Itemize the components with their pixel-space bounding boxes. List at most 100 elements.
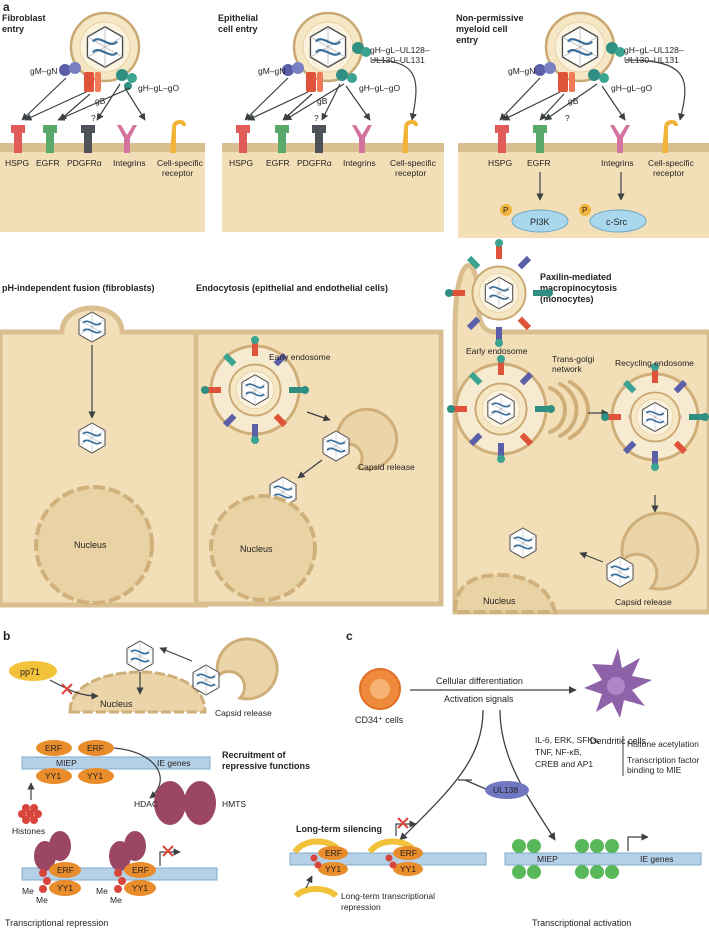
cd34-label: CD34⁺ cells [355,715,404,725]
fibroblast-membrane [0,143,205,152]
hdac-label: HDAC [134,799,158,809]
macropino-virion [472,266,525,319]
myeloid-entry-title-2: myeloid cell [456,24,508,34]
cell-specific-fib-1: Cell-specific [157,158,204,168]
hspg-fib: HSPG [5,158,29,168]
egfr-epi: EGFR [266,158,290,168]
methyl-marks-c1 [310,854,397,869]
yy1-c1-a [318,862,348,876]
tf-binding-label-1: Transcription factor [627,755,700,765]
label-gmgn-epi: gM–gN [258,66,285,76]
yy1-b1-b [78,768,114,784]
dendritic-label: Dendritic cells [590,736,647,746]
macropinocytosis-title-1: Paxilin-mediated [540,272,612,282]
erf-label-c1-a: ERF [325,848,342,858]
me-label-3: Me [96,886,108,896]
transcriptional-repression-label: Transcriptional repression [5,918,108,928]
erf-c1-a [318,846,348,860]
panel-b-capsid [126,640,154,672]
cell-specific-mye-2: receptor [653,168,684,178]
fusion-nucleus-label: Nucleus [74,540,107,550]
dna-strand-c2 [504,852,702,866]
repressor-complex-b2 [34,831,146,871]
silencing-branch-arrow [399,709,484,841]
silencing-block-icon [397,817,409,829]
erf-label-b1-a: ERF [45,743,62,753]
differentiation-label: Cellular differentiation [436,676,523,686]
hspg-epi: HSPG [229,158,253,168]
ie-genes-label-b1: IE genes [157,758,191,768]
cd34-nucleus [370,679,390,699]
yy1-c1-b [393,862,423,876]
fusion-title: pH-independent fusion (fibroblasts) [2,283,155,293]
cell-specific-mye-1: Cell-specific [648,158,695,168]
recruitment-label-1: Recruitment of [222,750,287,760]
glycoproteins-fibroblast [59,62,137,92]
hmts-label: HMTS [222,799,246,809]
fibroblast-cytoplasm [0,150,205,232]
release-vesicle-mono [620,511,700,591]
yy1-label-c1-a: YY1 [325,864,341,874]
erf-b2-a [49,862,81,878]
signals-line-2: TNF, NF-κB, [535,747,582,757]
dna-strand-b1 [21,756,211,770]
silenced-transcription-arrow [395,820,417,836]
label-ghglgo-fib: gH–gL–gO [138,83,180,93]
pdgfra-fib: PDGFRα [67,158,102,168]
tf-binding-label-2: binding to MIE [627,765,682,775]
hspg-mye: HSPG [488,158,512,168]
panel-c-label: c [346,629,353,643]
svg-text:Epithelial cell entry: Epithelial cell entry [218,13,261,34]
svg-text:Non-permissive myeloid cel: Non-permissive myeloid cell entry [456,13,526,45]
pp71-block-icon [61,683,73,695]
endosome-virion-mono [476,384,527,435]
lt-repressor-free [293,886,339,899]
yy1-label-b1-b: YY1 [87,771,103,781]
histone-cluster [18,804,42,824]
miep-label-b1: MIEP [56,758,77,768]
hmts-enzyme [184,781,216,825]
active-transcription-arrow [627,833,649,851]
yy1-label-b2-a: YY1 [57,883,73,893]
capsid-release-label-epi: Capsid release [358,462,415,472]
glycoproteins-myeloid [534,42,625,92]
receptors-epithelial [236,120,418,153]
release-to-nucleus-arrow-mono [579,552,604,563]
lt-repressor-arrow [305,875,313,889]
lt-repression-label-2: repression [341,902,381,912]
label-gmgn-fib: gM–gN [30,66,57,76]
myeloid-entry-title-1: Non-permissive [456,13,524,23]
epithelial-cytoplasm [222,150,444,232]
erf-b1-a [36,740,72,756]
label-gmgn-mye: gM–gN [508,66,535,76]
early-endosome-label-mono: Early endosome [466,346,528,356]
panel-b-nucleus [68,670,207,714]
virion-fibroblast [71,13,139,81]
csrc-node [589,209,647,233]
lt-repression-label-1: Long-term transcriptional [341,891,435,901]
fusion-nucleus [34,485,154,605]
long-term-silencing-label: Long-term silencing [296,824,382,834]
label-gb-epi: gB [317,96,328,106]
pp71-arrow [49,679,99,700]
endocytosis-title: Endocytosis (epithelial and endothelial … [196,283,388,293]
pp71-protein [9,661,57,681]
recycling-endosome-label: Recycling endosome [615,358,694,368]
recycling-virion [631,393,680,442]
label-pentamer-mye-2: UL130–UL131 [624,55,679,65]
pi3k-label: PI3K [530,217,550,227]
yy1-b1-a [36,768,72,784]
label-pentamer-epi-2: UL130–UL131 [370,55,425,65]
recruitment-label-2: repressive functions [222,761,310,771]
transcription-factors-c2 [512,839,619,879]
receptors-fibroblast [11,120,186,153]
macropinocytosis-title-2: macropinocytosis [540,283,617,293]
ul138-label: UL138 [493,785,518,795]
histone-acetylation-label: Histone acetylation [627,739,699,749]
yy1-b2-b [124,880,156,896]
receptors-myeloid [495,120,678,153]
recruit-arrow [113,747,161,799]
activation-branch-arrow [499,709,556,841]
erf-b2-b [124,862,156,878]
